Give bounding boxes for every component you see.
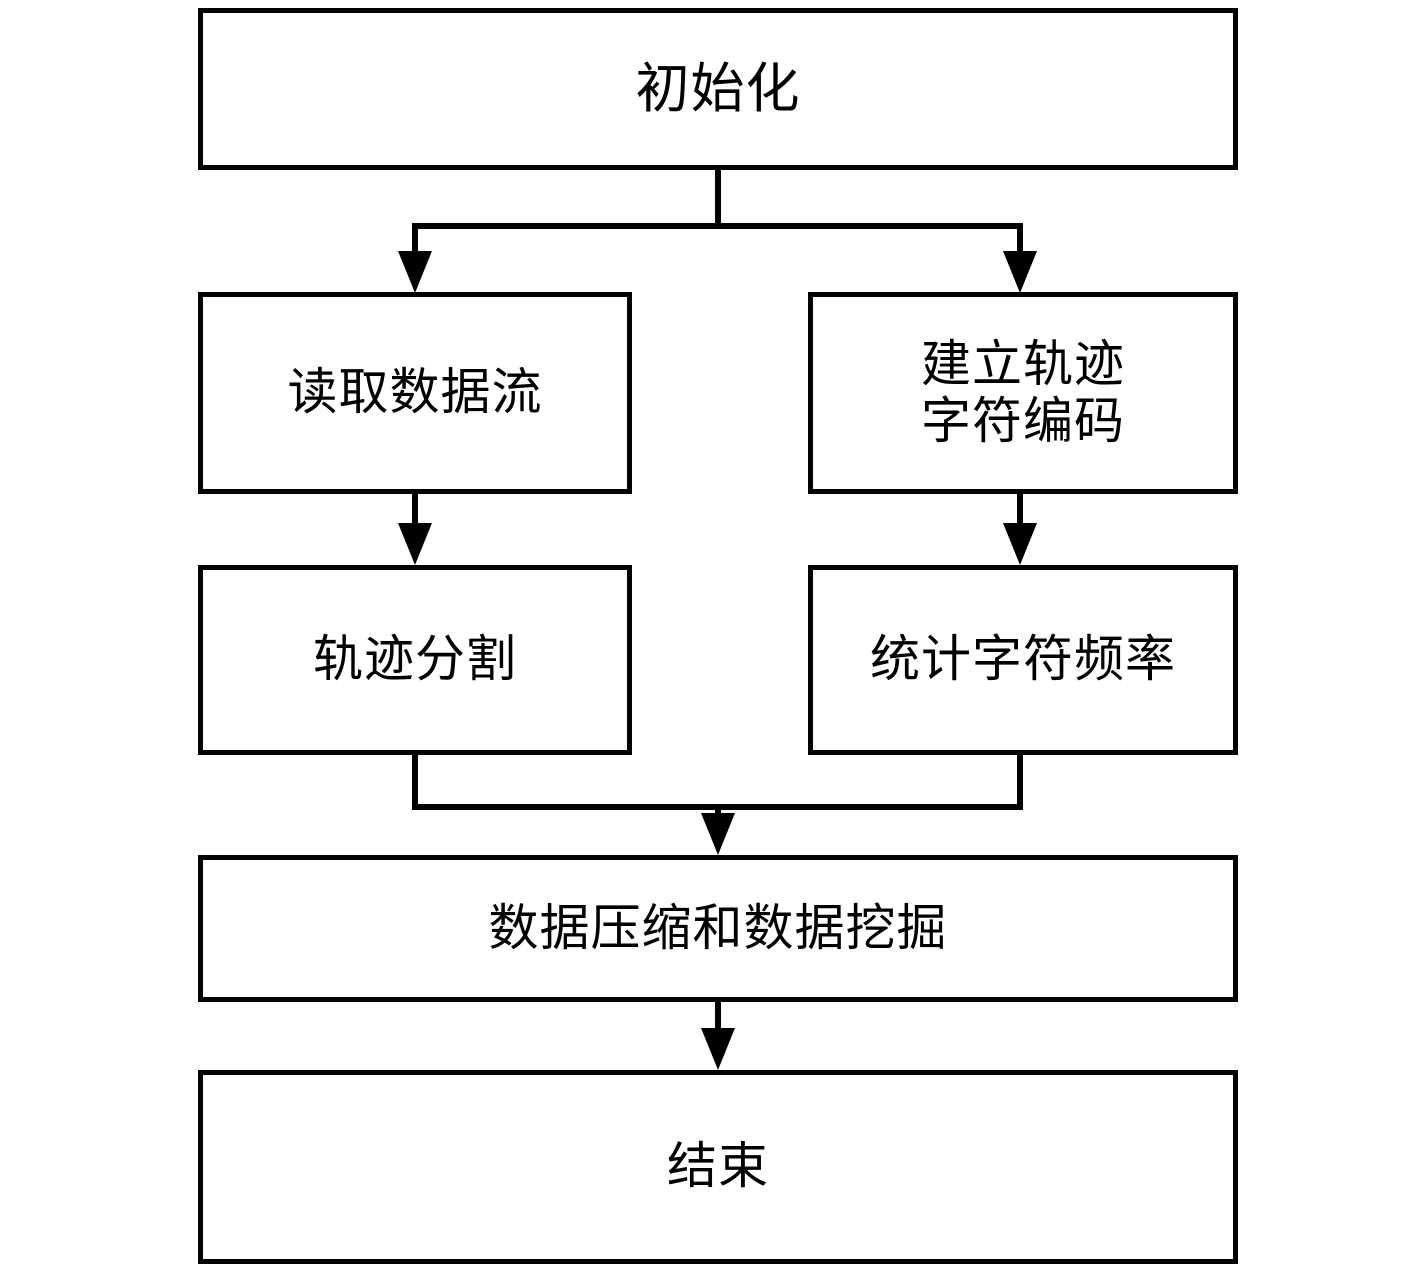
arrow-down-icon-to-trajectory-segmentation [398,523,432,565]
node-data-compression-and-mining-label: 数据压缩和数据挖掘 [488,899,948,956]
arrow-down-icon-to-end [701,1028,735,1070]
arrow-down-icon-to-data-compression-and-mining [701,813,735,855]
node-count-character-frequency: 统计字符频率 [808,565,1238,755]
node-read-data-stream-label: 读取数据流 [287,364,543,421]
arrow-down-icon-to-read-data-stream [398,251,432,293]
edge-count-character-frequency-drop [1017,755,1023,810]
node-trajectory-segmentation: 轨迹分割 [198,565,632,755]
edge-merge-stem [715,804,721,818]
node-read-data-stream: 读取数据流 [198,292,632,494]
edge-read-data-stream-to-trajectory-segmentation [412,494,418,526]
node-data-compression-and-mining: 数据压缩和数据挖掘 [198,855,1238,1002]
arrow-down-icon-to-build-trajectory-character-encoding [1003,251,1037,293]
node-end-label: 结束 [667,1138,769,1195]
node-count-character-frequency-label: 统计字符频率 [870,631,1176,688]
node-initialization: 初始化 [198,8,1238,170]
edge-initialization-stem [715,170,721,229]
edge-build-encoding-to-count-character-frequency [1017,494,1023,526]
edge-data-compression-to-end [715,1002,721,1033]
node-build-trajectory-character-encoding: 建立轨迹 字符编码 [808,292,1238,494]
node-build-trajectory-character-encoding-label: 建立轨迹 字符编码 [921,335,1125,450]
arrow-down-icon-to-count-character-frequency [1003,523,1037,565]
node-initialization-label: 初始化 [635,58,801,119]
edge-fork-left-drop [412,223,418,263]
node-trajectory-segmentation-label: 轨迹分割 [313,631,517,688]
edge-fork-right-drop [1017,223,1023,263]
edge-trajectory-segmentation-drop [412,755,418,810]
node-end: 结束 [198,1070,1238,1264]
edge-fork-bar [415,223,1023,229]
